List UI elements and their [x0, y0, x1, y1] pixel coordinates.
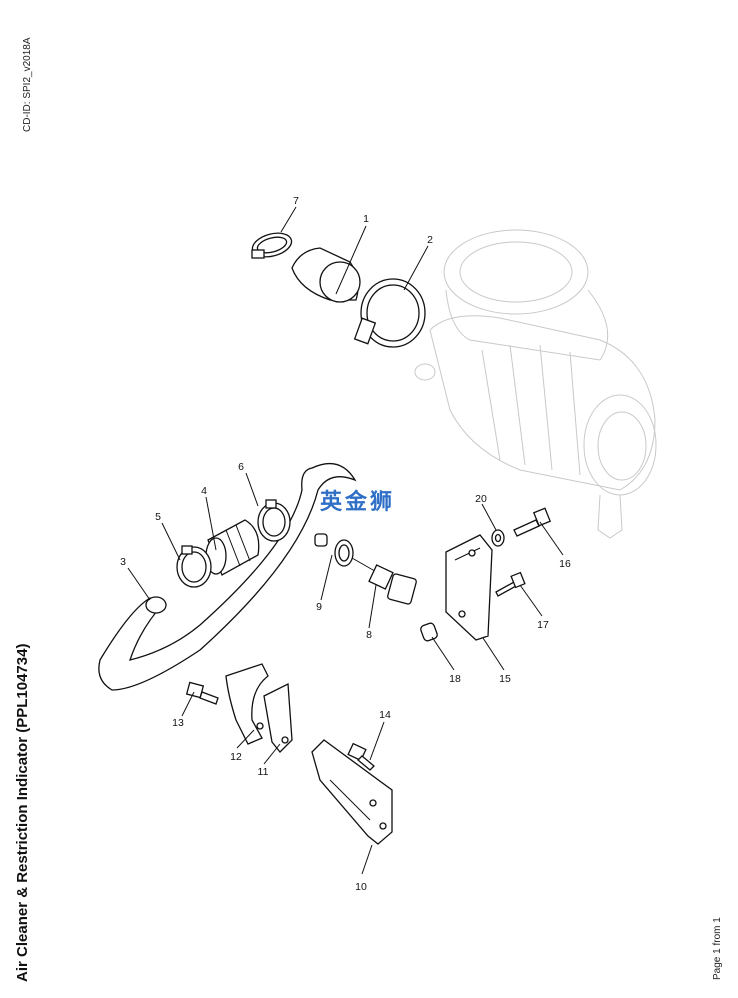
callout-1: 1 — [363, 213, 369, 225]
callout-8: 8 — [366, 629, 372, 641]
part-16-bolt — [513, 507, 552, 537]
part-1-reducer-hose — [291, 247, 361, 303]
part-14-bolt — [347, 742, 375, 771]
callout-17: 17 — [537, 619, 549, 631]
callout-14: 14 — [379, 709, 391, 721]
air-cleaner-housing — [414, 229, 657, 539]
part-12-bracket — [225, 663, 269, 745]
callout-13: 13 — [172, 717, 184, 729]
part-6-hose-clamp — [257, 499, 291, 542]
part-18-spacer — [420, 622, 438, 642]
callout-12: 12 — [230, 751, 242, 763]
part-11-bracket — [263, 682, 293, 753]
part-10-bracket — [311, 739, 393, 845]
callout-18: 18 — [449, 673, 461, 685]
callout-16: 16 — [559, 558, 571, 570]
callout-4: 4 — [201, 485, 207, 497]
callout-11: 11 — [258, 766, 269, 778]
callout-9: 9 — [316, 601, 322, 613]
part-17-bolt — [495, 571, 526, 597]
leader-lines — [127, 206, 564, 875]
callout-15: 15 — [499, 673, 511, 685]
callout-10: 10 — [355, 881, 367, 893]
part-5-hose-clamp — [176, 545, 212, 588]
part-4-hose-coupling — [205, 519, 260, 576]
part-20-washer — [491, 529, 505, 547]
part-8-restriction-indicator — [351, 557, 417, 605]
callout-3: 3 — [120, 556, 126, 568]
part-9-seal-ring — [314, 533, 354, 567]
part-15-bracket — [445, 534, 493, 641]
part-3-bent-tube — [98, 462, 357, 691]
part-2-hose-clamp — [353, 278, 426, 348]
callout-20: 20 — [475, 493, 487, 505]
callout-5: 5 — [155, 511, 161, 523]
callout-7: 7 — [293, 195, 299, 207]
callout-2: 2 — [427, 234, 433, 246]
watermark: 英金狮 — [320, 490, 396, 515]
part-13-bolt — [185, 681, 219, 705]
part-7-hose-clamp — [251, 232, 293, 259]
callout-6: 6 — [238, 461, 244, 473]
